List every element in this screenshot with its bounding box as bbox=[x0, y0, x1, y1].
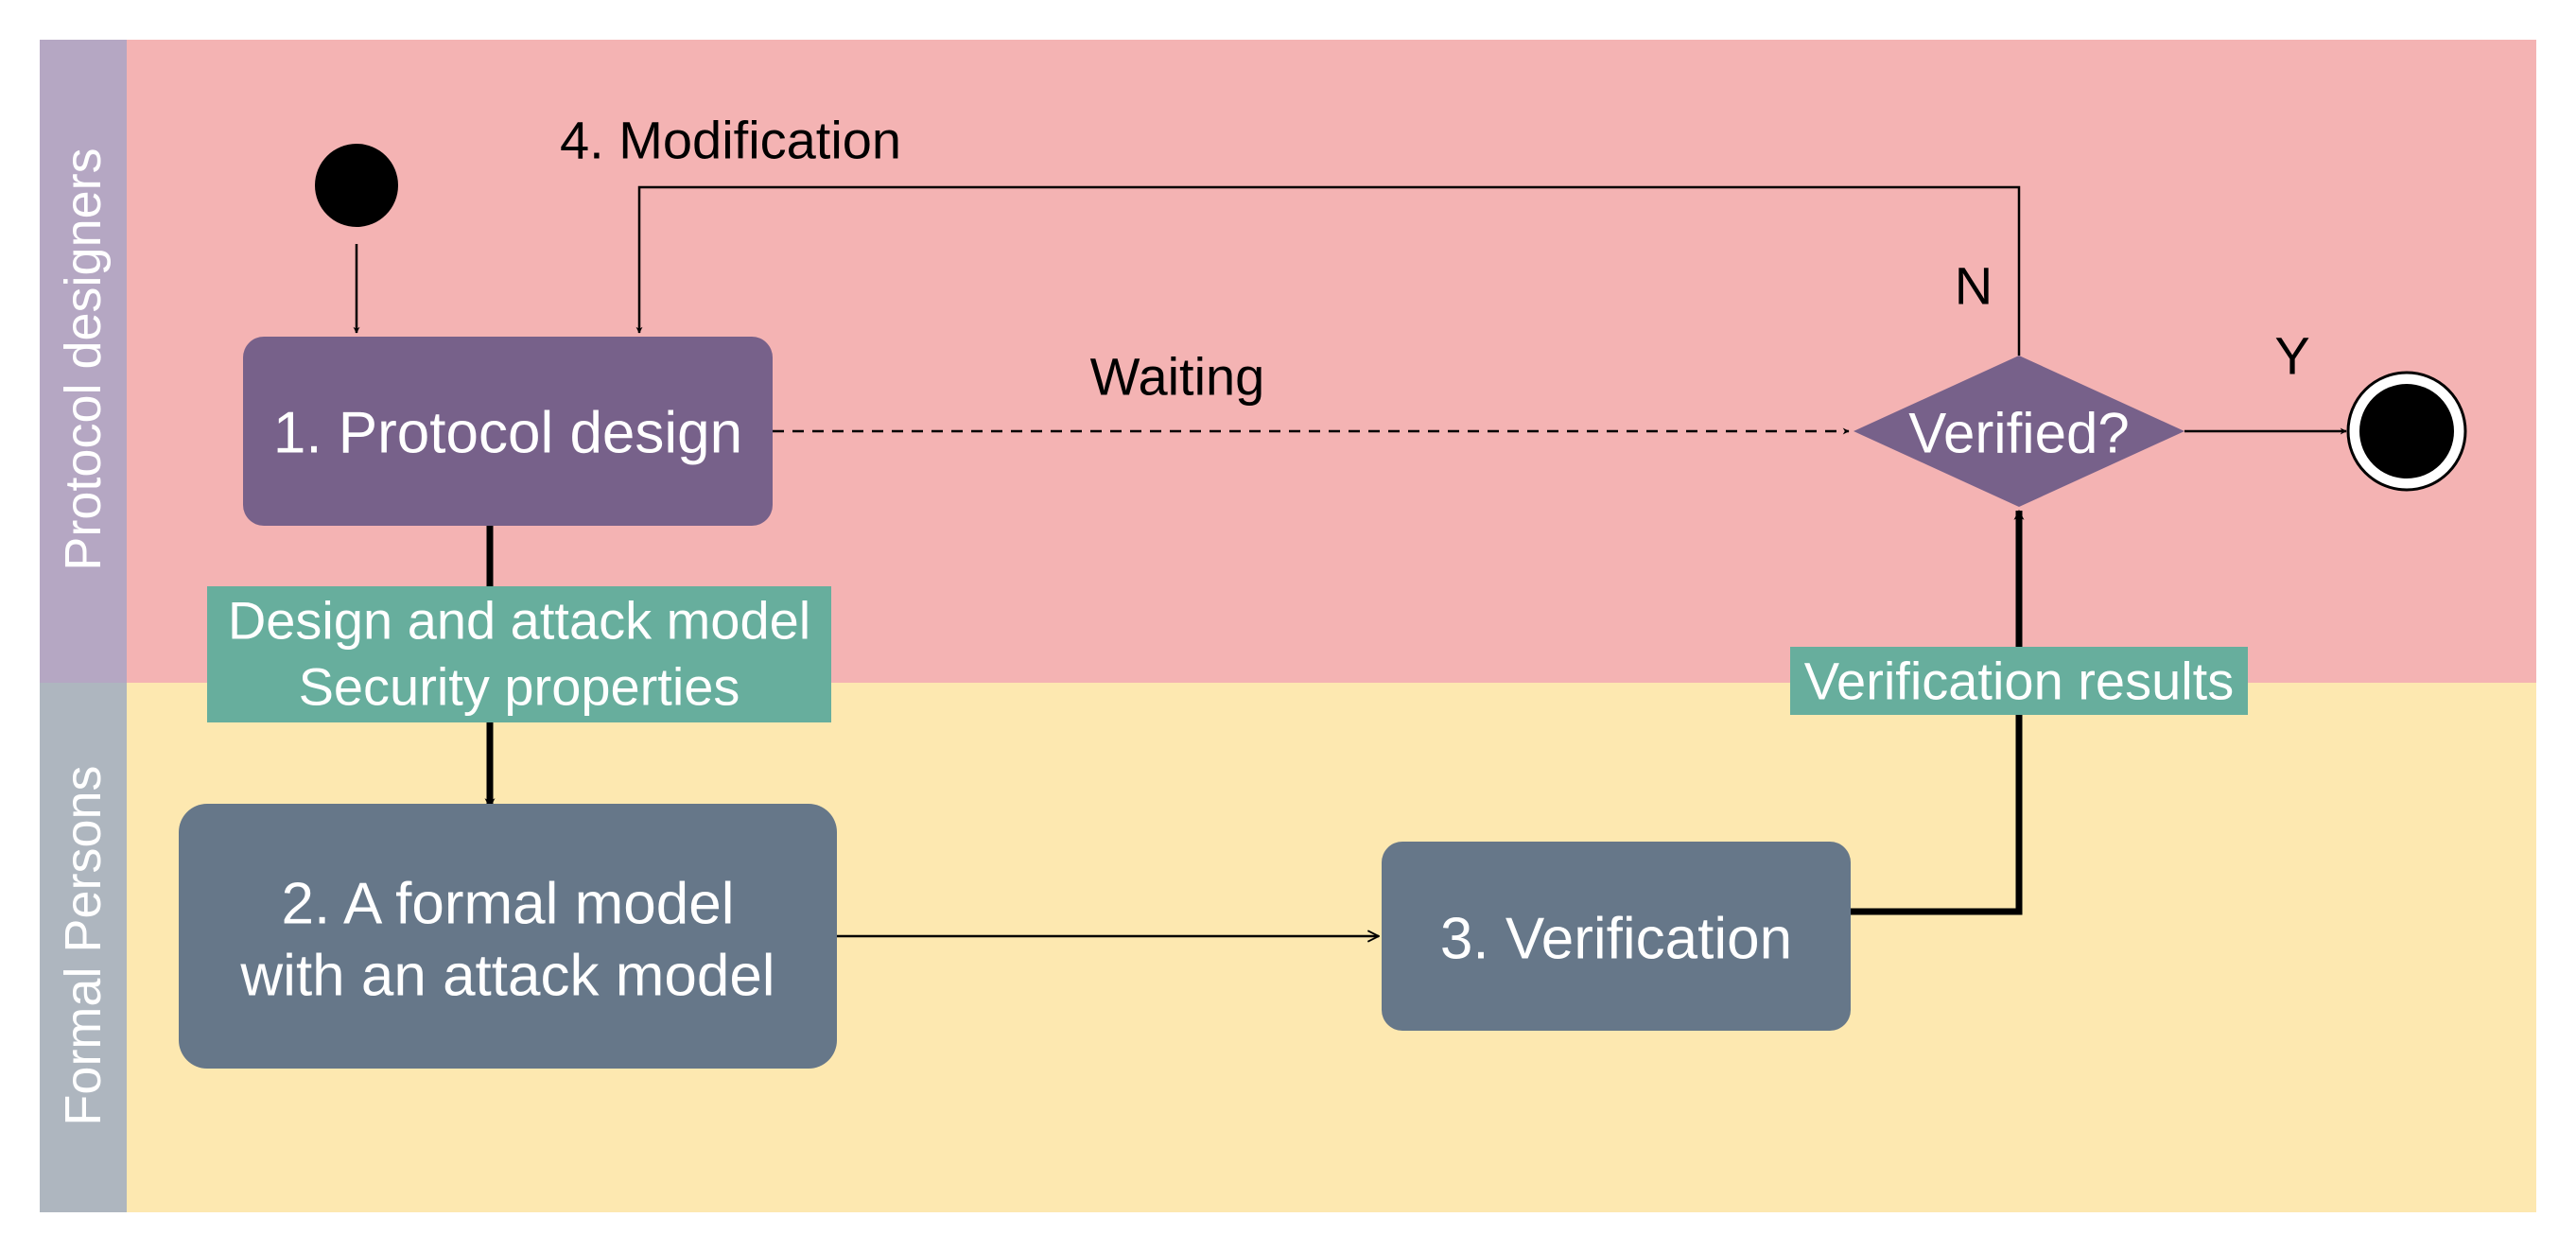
decision-node: Verified? bbox=[1854, 356, 2184, 507]
design-note-line1: Design and attack model bbox=[228, 591, 810, 651]
modification-edge bbox=[635, 185, 2021, 356]
lane-protocol-designers-label: Protocol designers bbox=[55, 148, 112, 570]
yes-label: Y bbox=[2274, 326, 2309, 386]
protocol-design-node: 1. Protocol design bbox=[243, 337, 773, 526]
design-note: Design and attack model Security propert… bbox=[207, 586, 831, 722]
protocol-design-label: 1. Protocol design bbox=[273, 401, 742, 466]
verification-node: 3. Verification bbox=[1382, 842, 1851, 1031]
design-note-line2: Security properties bbox=[299, 657, 740, 717]
no-label: N bbox=[1955, 256, 1993, 316]
results-note-label: Verification results bbox=[1804, 652, 2234, 711]
verification-label: 3. Verification bbox=[1440, 907, 1792, 972]
verification-to-decision-edge bbox=[1851, 509, 2025, 915]
waiting-label: Waiting bbox=[1090, 347, 1265, 407]
final-node bbox=[2346, 371, 2467, 492]
formal-model-line1: 2. A formal model bbox=[281, 872, 734, 937]
decision-label: Verified? bbox=[1908, 402, 2130, 465]
lane-protocol-designers-band bbox=[40, 40, 127, 683]
initial-node bbox=[315, 144, 398, 227]
lane-formal-persons-label: Formal Persons bbox=[55, 765, 112, 1125]
modification-label: 4. Modification bbox=[560, 111, 901, 170]
lane-formal-persons-band bbox=[40, 683, 127, 1212]
results-note: Verification results bbox=[1790, 647, 2248, 715]
formal-model-node: 2. A formal model with an attack model bbox=[179, 804, 837, 1069]
formal-model-line2: with an attack model bbox=[239, 944, 775, 1009]
